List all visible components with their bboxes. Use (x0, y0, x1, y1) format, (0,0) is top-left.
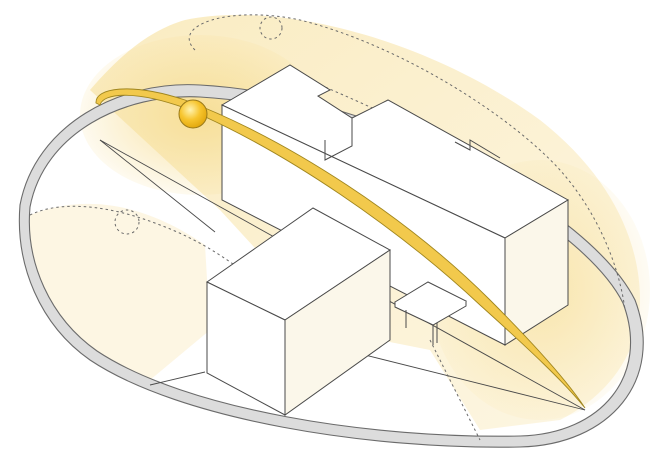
sun (179, 100, 207, 128)
sun-disc (179, 100, 207, 128)
axis-line-base (150, 372, 205, 385)
low-block (207, 208, 390, 415)
light-wash-lower (29, 204, 210, 380)
